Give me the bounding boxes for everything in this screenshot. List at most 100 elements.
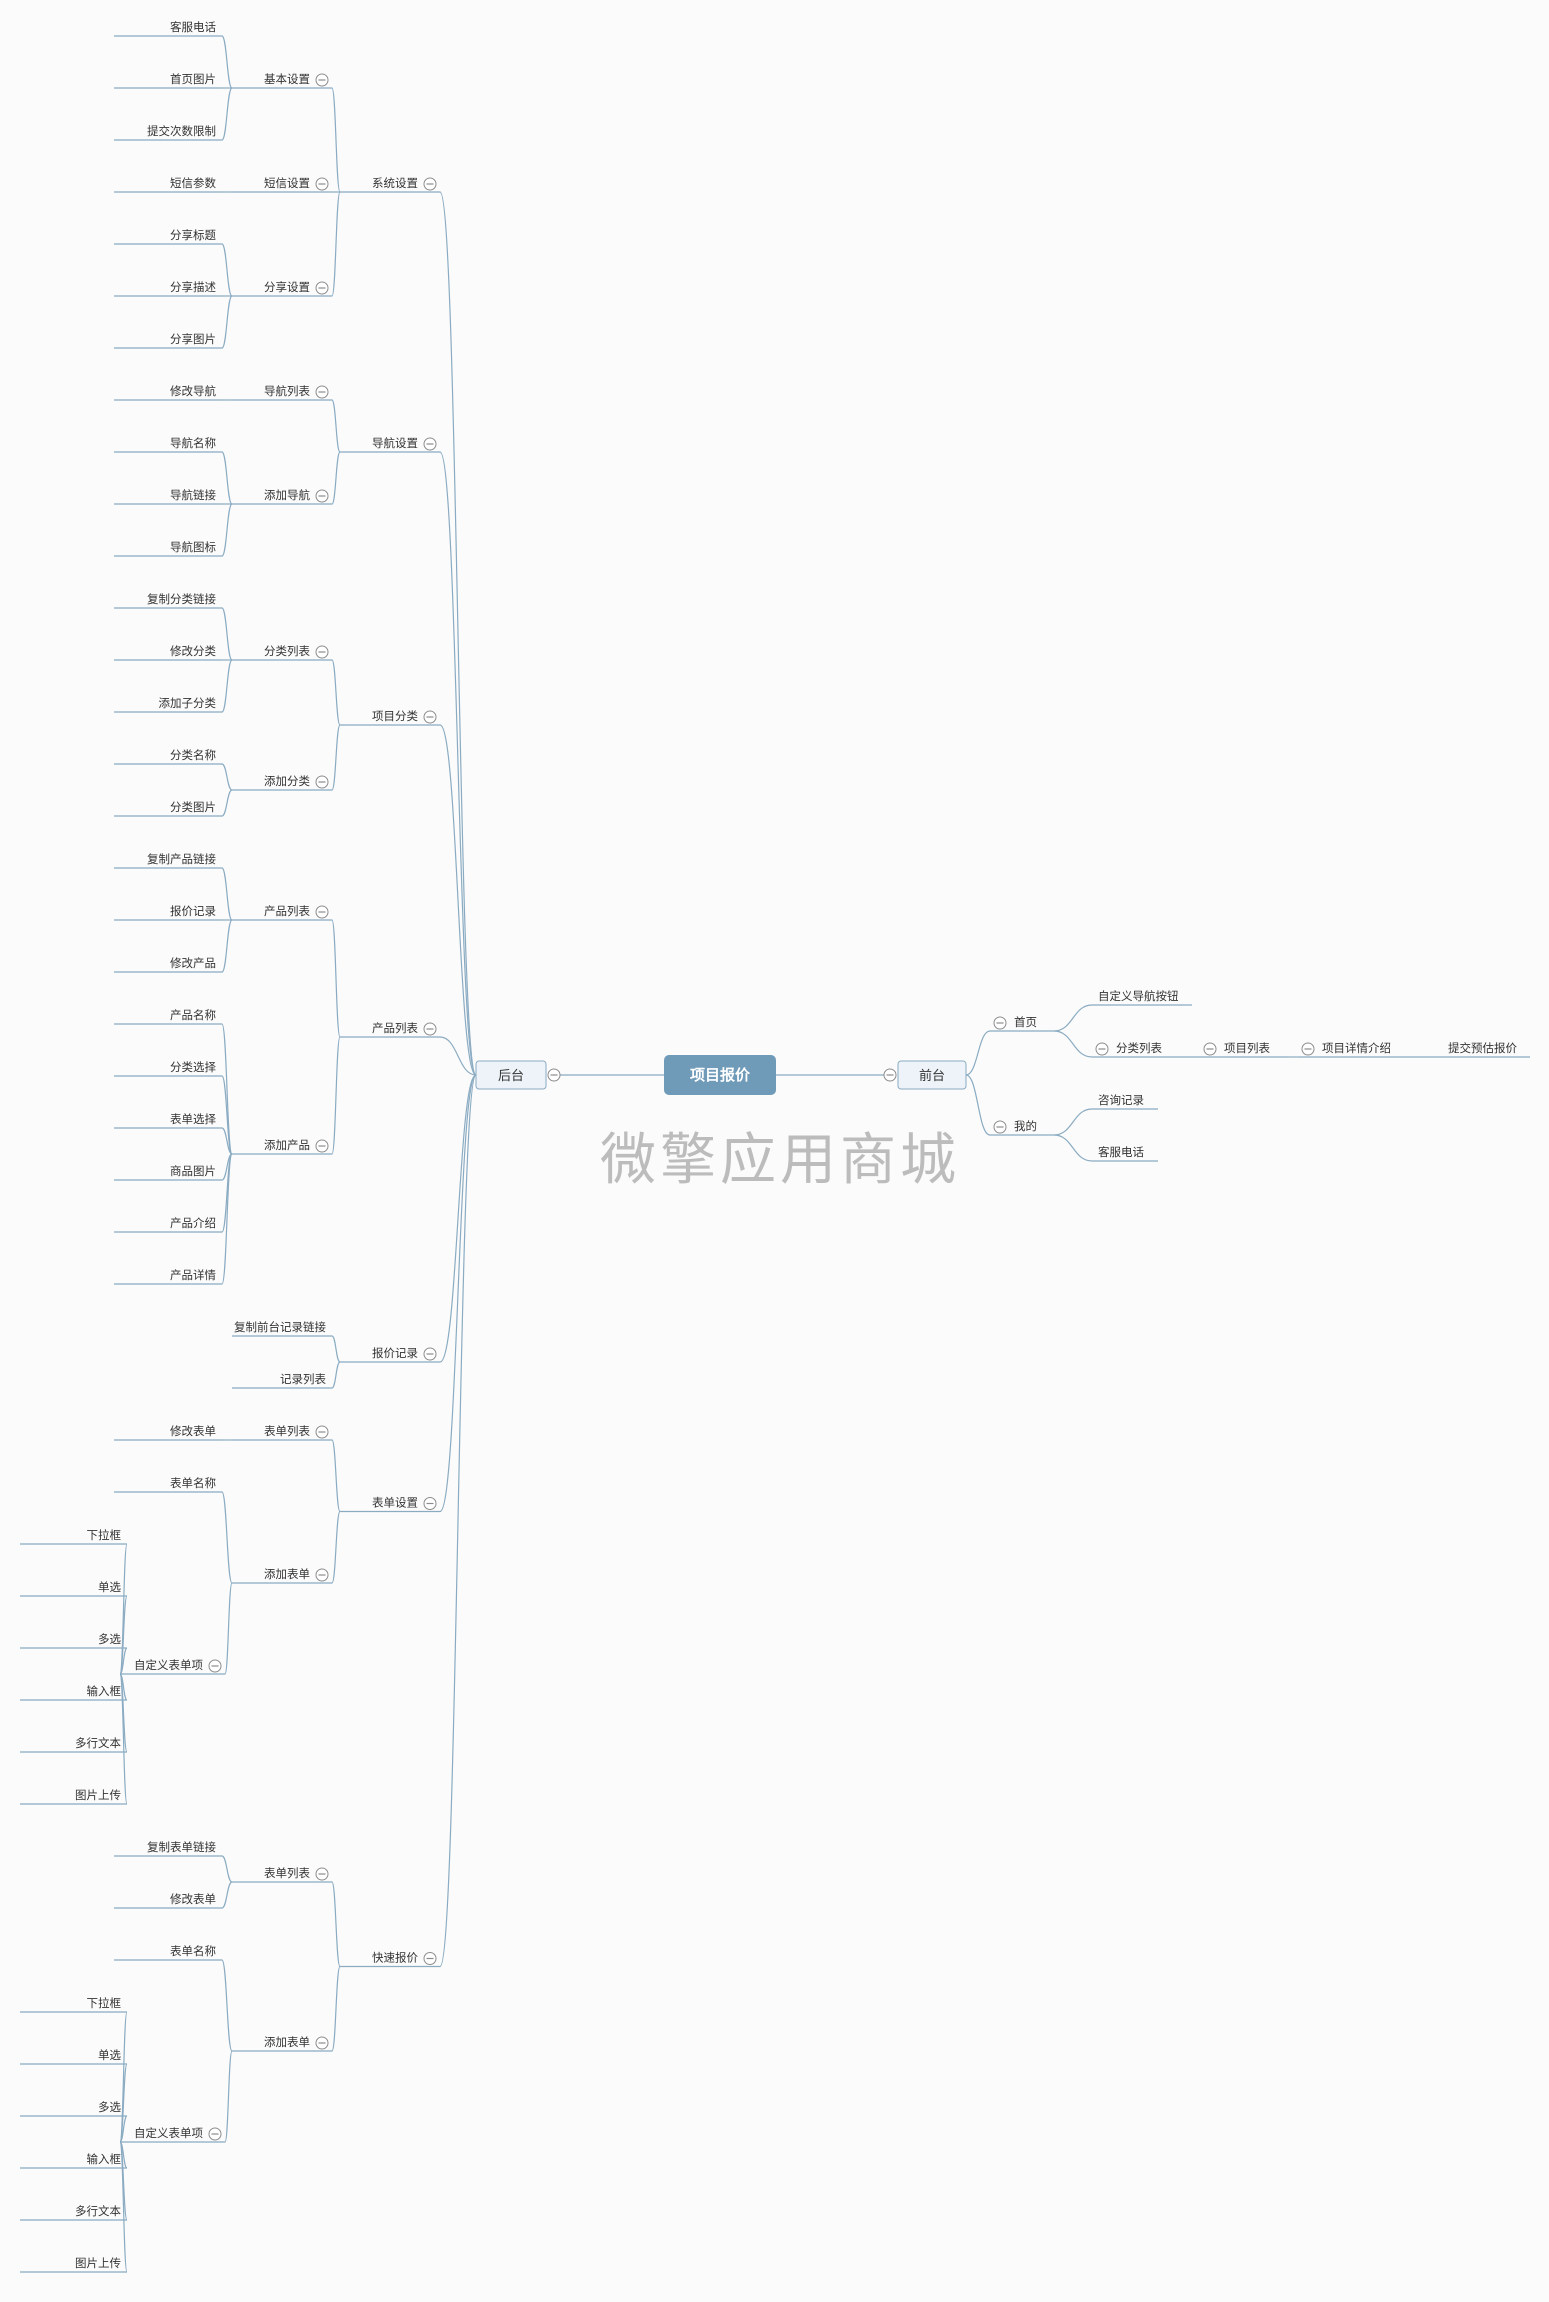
mindmap-node[interactable]: 快速报价 (372, 1951, 418, 1965)
mindmap-node[interactable]: 自定义表单项 (134, 2126, 203, 2140)
collapse-toggle-icon[interactable] (315, 1568, 329, 1582)
collapse-toggle-icon[interactable] (315, 1867, 329, 1881)
mindmap-node[interactable]: 提交次数限制 (147, 124, 216, 138)
mindmap-node[interactable]: 客服电话 (170, 20, 216, 34)
collapse-toggle-icon[interactable] (315, 489, 329, 503)
collapse-toggle-icon[interactable] (1095, 1042, 1109, 1056)
mindmap-node[interactable]: 系统设置 (372, 176, 418, 190)
collapse-toggle-icon[interactable] (208, 1659, 222, 1673)
mindmap-node[interactable]: 多行文本 (75, 1736, 121, 1750)
mindmap-node[interactable]: 单选 (98, 1580, 121, 1594)
branch-node-frontend[interactable]: 前台 (897, 1060, 967, 1090)
mindmap-node[interactable]: 复制表单链接 (147, 1840, 216, 1854)
collapse-toggle-icon[interactable] (315, 281, 329, 295)
mindmap-node[interactable]: 我的 (1014, 1119, 1037, 1133)
mindmap-node[interactable]: 项目分类 (372, 709, 418, 723)
mindmap-node[interactable]: 下拉框 (87, 1528, 122, 1542)
collapse-toggle-icon[interactable] (315, 2036, 329, 2050)
mindmap-node[interactable]: 修改表单 (170, 1424, 216, 1438)
mindmap-node[interactable]: 修改分类 (170, 644, 216, 658)
collapse-toggle-icon[interactable] (423, 1347, 437, 1361)
collapse-toggle-icon[interactable] (993, 1016, 1007, 1030)
collapse-toggle-icon[interactable] (423, 177, 437, 191)
mindmap-node[interactable]: 导航图标 (170, 540, 216, 554)
mindmap-node[interactable]: 首页 (1014, 1015, 1037, 1029)
mindmap-node[interactable]: 分类名称 (170, 748, 216, 762)
mindmap-node[interactable]: 多行文本 (75, 2204, 121, 2218)
collapse-toggle-icon[interactable] (423, 710, 437, 724)
mindmap-node[interactable]: 提交预估报价 (1448, 1041, 1517, 1055)
collapse-toggle-icon[interactable] (883, 1068, 897, 1082)
mindmap-node[interactable]: 产品名称 (170, 1008, 216, 1022)
root-node[interactable]: 项目报价 (664, 1055, 776, 1095)
mindmap-node[interactable]: 报价记录 (372, 1346, 418, 1360)
collapse-toggle-icon[interactable] (315, 645, 329, 659)
mindmap-node[interactable]: 复制产品链接 (147, 852, 216, 866)
mindmap-node[interactable]: 分享图片 (170, 332, 216, 346)
mindmap-node[interactable]: 添加表单 (264, 2035, 310, 2049)
collapse-toggle-icon[interactable] (315, 775, 329, 789)
mindmap-node[interactable]: 图片上传 (75, 1788, 121, 1802)
mindmap-node[interactable]: 复制分类链接 (147, 592, 216, 606)
mindmap-node[interactable]: 短信参数 (170, 176, 216, 190)
mindmap-node[interactable]: 下拉框 (87, 1996, 122, 2010)
mindmap-node[interactable]: 表单名称 (170, 1476, 216, 1490)
collapse-toggle-icon[interactable] (315, 1139, 329, 1153)
mindmap-node[interactable]: 产品详情 (170, 1268, 216, 1282)
mindmap-node[interactable]: 分类列表 (1116, 1041, 1162, 1055)
mindmap-node[interactable]: 分类列表 (264, 644, 310, 658)
mindmap-node[interactable]: 基本设置 (264, 72, 310, 86)
mindmap-node[interactable]: 表单名称 (170, 1944, 216, 1958)
collapse-toggle-icon[interactable] (423, 437, 437, 451)
mindmap-node[interactable]: 项目详情介绍 (1322, 1041, 1391, 1055)
mindmap-node[interactable]: 分享描述 (170, 280, 216, 294)
collapse-toggle-icon[interactable] (315, 905, 329, 919)
collapse-toggle-icon[interactable] (315, 177, 329, 191)
mindmap-node[interactable]: 修改表单 (170, 1892, 216, 1906)
mindmap-node[interactable]: 导航名称 (170, 436, 216, 450)
branch-node-backend[interactable]: 后台 (475, 1060, 547, 1090)
collapse-toggle-icon[interactable] (1301, 1042, 1315, 1056)
mindmap-node[interactable]: 客服电话 (1098, 1145, 1144, 1159)
mindmap-node[interactable]: 产品介绍 (170, 1216, 216, 1230)
mindmap-node[interactable]: 分类选择 (170, 1060, 216, 1074)
mindmap-node[interactable]: 添加分类 (264, 774, 310, 788)
mindmap-node[interactable]: 复制前台记录链接 (234, 1320, 326, 1334)
mindmap-node[interactable]: 添加表单 (264, 1567, 310, 1581)
mindmap-node[interactable]: 修改导航 (170, 384, 216, 398)
mindmap-node[interactable]: 表单选择 (170, 1112, 216, 1126)
collapse-toggle-icon[interactable] (547, 1068, 561, 1082)
mindmap-node[interactable]: 多选 (98, 2100, 121, 2114)
mindmap-node[interactable]: 单选 (98, 2048, 121, 2062)
mindmap-node[interactable]: 修改产品 (170, 956, 216, 970)
collapse-toggle-icon[interactable] (208, 2127, 222, 2141)
mindmap-node[interactable]: 分享标题 (170, 228, 216, 242)
mindmap-node[interactable]: 表单列表 (264, 1424, 310, 1438)
mindmap-node[interactable]: 添加产品 (264, 1138, 310, 1152)
mindmap-node[interactable]: 导航链接 (170, 488, 216, 502)
collapse-toggle-icon[interactable] (315, 1425, 329, 1439)
mindmap-node[interactable]: 导航列表 (264, 384, 310, 398)
mindmap-node[interactable]: 短信设置 (264, 176, 310, 190)
mindmap-node[interactable]: 多选 (98, 1632, 121, 1646)
collapse-toggle-icon[interactable] (315, 73, 329, 87)
mindmap-node[interactable]: 商品图片 (170, 1164, 216, 1178)
mindmap-node[interactable]: 产品列表 (264, 904, 310, 918)
collapse-toggle-icon[interactable] (1203, 1042, 1217, 1056)
mindmap-node[interactable]: 咨询记录 (1098, 1093, 1144, 1107)
collapse-toggle-icon[interactable] (423, 1022, 437, 1036)
mindmap-node[interactable]: 记录列表 (280, 1372, 326, 1386)
mindmap-node[interactable]: 项目列表 (1224, 1041, 1270, 1055)
mindmap-node[interactable]: 表单列表 (264, 1866, 310, 1880)
mindmap-node[interactable]: 分享设置 (264, 280, 310, 294)
mindmap-node[interactable]: 添加子分类 (159, 696, 217, 710)
mindmap-node[interactable]: 产品列表 (372, 1021, 418, 1035)
collapse-toggle-icon[interactable] (423, 1952, 437, 1965)
mindmap-node[interactable]: 首页图片 (170, 72, 216, 86)
collapse-toggle-icon[interactable] (993, 1120, 1007, 1134)
mindmap-node[interactable]: 自定义表单项 (134, 1658, 203, 1672)
collapse-toggle-icon[interactable] (315, 385, 329, 399)
mindmap-node[interactable]: 添加导航 (264, 488, 310, 502)
mindmap-node[interactable]: 表单设置 (372, 1496, 418, 1510)
collapse-toggle-icon[interactable] (423, 1497, 437, 1510)
